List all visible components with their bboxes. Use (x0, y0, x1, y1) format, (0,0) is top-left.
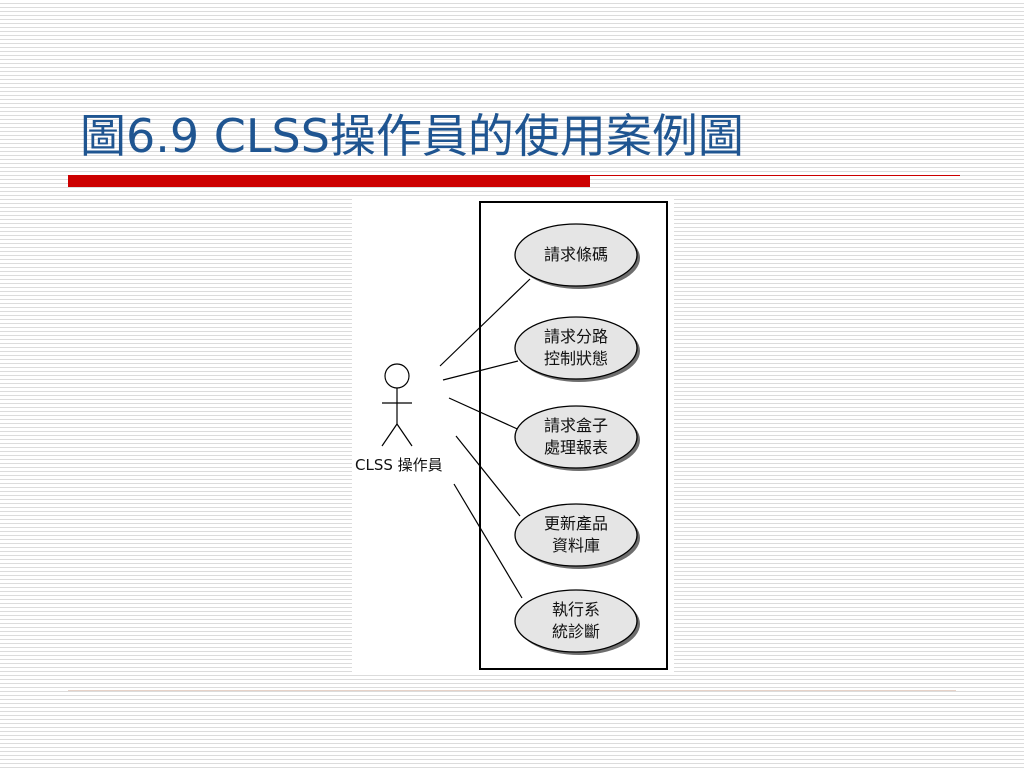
use-case-ellipse (514, 503, 640, 569)
association-line (455, 435, 521, 517)
use-case-ellipse (514, 223, 640, 289)
use-case-label-line: 控制狀態 (543, 349, 608, 368)
use-case-ellipse (514, 589, 640, 655)
association-line (442, 360, 519, 381)
use-case-ellipse (514, 316, 640, 382)
use-case-diagram: CLSS 操作員 請求條碼 請求分路 控制狀態 請求盒子 處理報表 更新產品 資… (352, 196, 674, 672)
use-case-label-line: 請求條碼 (543, 245, 608, 264)
use-case-label-line: 請求盒子 (543, 416, 608, 435)
footer-divider-line (68, 690, 956, 691)
actor-label: CLSS 操作員 (355, 456, 443, 474)
use-case-label-line: 資料庫 (551, 536, 600, 555)
use-case-label-line: 請求分路 (543, 327, 608, 346)
title-divider-line (68, 175, 960, 176)
use-case-label-line: 更新產品 (543, 514, 608, 533)
use-case-label: 更新產品 資料庫 (516, 513, 636, 557)
slide-title: 圖6.9 CLSS操作員的使用案例圖 (80, 109, 744, 163)
use-case-label-line: 處理報表 (543, 438, 608, 457)
use-case-diagram-canvas (381, 201, 668, 670)
use-case-label: 請求分路 控制狀態 (516, 326, 636, 370)
actor-stick-figure-icon (381, 363, 413, 447)
association-line (439, 278, 531, 367)
use-case-label-line: 執行系 (551, 600, 600, 619)
use-case-label: 請求條碼 (516, 244, 636, 266)
title-accent-bar (68, 176, 590, 187)
use-case-label-line: 統診斷 (551, 622, 600, 641)
association-line (448, 397, 525, 433)
use-case-label: 請求盒子 處理報表 (516, 415, 636, 459)
use-case-ellipse (514, 405, 640, 471)
use-case-label: 執行系 統診斷 (516, 599, 636, 643)
association-line (453, 483, 523, 599)
